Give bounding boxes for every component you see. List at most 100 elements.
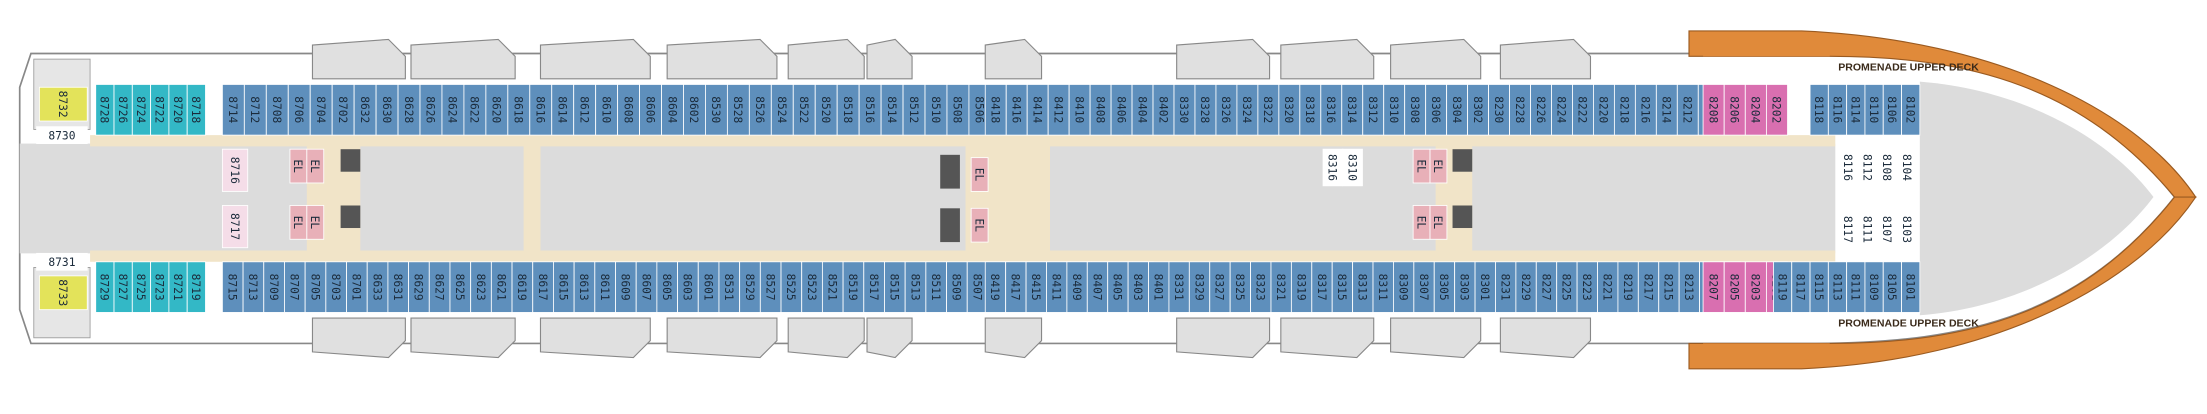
- cabin[interactable]: 8621: [490, 261, 513, 313]
- cabin[interactable]: 8623: [470, 261, 492, 313]
- cabin[interactable]: 8629: [408, 261, 430, 313]
- cabin[interactable]: 8507: [966, 261, 989, 313]
- cabin[interactable]: 8212: [1676, 84, 1699, 136]
- elevator[interactable]: EL: [1412, 205, 1431, 240]
- cabin[interactable]: 8308: [1404, 84, 1427, 136]
- interior-cabin[interactable]: 8316: [1322, 148, 1344, 187]
- cabin[interactable]: 8531: [718, 261, 741, 313]
- cabin[interactable]: 8119: [1773, 261, 1793, 313]
- cabin[interactable]: 8628: [397, 84, 421, 136]
- cabin[interactable]: 8604: [661, 84, 684, 136]
- cabin[interactable]: 8214: [1655, 84, 1678, 136]
- cabin[interactable]: 8227: [1535, 261, 1558, 313]
- cabin[interactable]: 8306: [1425, 84, 1448, 136]
- cabin[interactable]: 8602: [683, 84, 706, 136]
- cabin[interactable]: 8729: [95, 261, 115, 313]
- cabin[interactable]: 8207: [1702, 261, 1725, 313]
- cabin[interactable]: 8624: [441, 84, 465, 136]
- cabin[interactable]: 8329: [1188, 261, 1211, 313]
- cabin[interactable]: 8110: [1864, 84, 1884, 136]
- cabin[interactable]: 8112: [1857, 148, 1879, 187]
- cabin[interactable]: 8208: [1702, 84, 1725, 136]
- cabin[interactable]: 8111: [1857, 210, 1879, 249]
- cabin[interactable]: 8719: [186, 261, 206, 313]
- cabin[interactable]: 8213: [1678, 261, 1700, 313]
- cabin[interactable]: 8114: [1846, 84, 1866, 136]
- cabin[interactable]: 8627: [428, 261, 451, 313]
- cabin[interactable]: 8225: [1556, 261, 1578, 313]
- cabin[interactable]: 8307: [1413, 261, 1435, 313]
- cabin[interactable]: 8616: [529, 84, 553, 136]
- cabin[interactable]: 8218: [1613, 84, 1636, 136]
- cabin[interactable]: 8526: [748, 84, 772, 136]
- cabin[interactable]: 8220: [1593, 84, 1615, 136]
- cabin[interactable]: 8108: [1877, 148, 1898, 187]
- cabin[interactable]: 8323: [1250, 261, 1272, 313]
- cabin[interactable]: 8101: [1901, 261, 1921, 313]
- elevator[interactable]: EL: [289, 148, 308, 184]
- cabin[interactable]: 8612: [573, 84, 597, 136]
- elevator[interactable]: EL: [306, 205, 325, 240]
- cabin[interactable]: 8513: [904, 261, 927, 313]
- cabin[interactable]: 8418: [984, 84, 1007, 136]
- cabin[interactable]: 8217: [1637, 261, 1660, 313]
- cabin[interactable]: 8606: [639, 84, 662, 136]
- cabin[interactable]: 8723: [150, 261, 170, 313]
- cabin[interactable]: 8414: [1026, 84, 1049, 136]
- cabin[interactable]: 8715: [221, 261, 244, 313]
- cabin[interactable]: 8117: [1837, 210, 1859, 249]
- cabin[interactable]: 8519: [842, 261, 865, 313]
- elevator[interactable]: EL: [1412, 148, 1431, 184]
- aft-corner-cabin[interactable]: 8732: [38, 86, 88, 122]
- cabin[interactable]: 8605: [656, 261, 678, 313]
- cabin[interactable]: 8314: [1341, 84, 1364, 136]
- cabin[interactable]: 8403: [1127, 261, 1149, 313]
- elevator[interactable]: EL: [1429, 205, 1448, 240]
- cabin[interactable]: 8230: [1488, 84, 1510, 136]
- elevator[interactable]: EL: [306, 148, 325, 184]
- cabin[interactable]: 8515: [884, 261, 906, 313]
- cabin[interactable]: 8105: [1882, 261, 1902, 313]
- cabin[interactable]: 8620: [485, 84, 509, 136]
- cabin[interactable]: 8115: [1809, 261, 1829, 313]
- cabin[interactable]: 8216: [1634, 84, 1657, 136]
- cabin[interactable]: 8617: [532, 261, 554, 313]
- cabin[interactable]: 8404: [1131, 84, 1154, 136]
- cabin[interactable]: 8702: [331, 84, 355, 136]
- cabin[interactable]: 8103: [1896, 210, 1918, 249]
- cabin[interactable]: 8631: [387, 261, 410, 313]
- cabin[interactable]: 8408: [1089, 84, 1112, 136]
- cabin[interactable]: 8312: [1362, 84, 1385, 136]
- cabin[interactable]: 8317: [1311, 261, 1333, 313]
- cabin[interactable]: 8215: [1658, 261, 1680, 313]
- cabin[interactable]: 8229: [1515, 261, 1537, 313]
- cabin[interactable]: 8603: [677, 261, 699, 313]
- cabin[interactable]: 8320: [1278, 84, 1301, 136]
- cabin[interactable]: 8706: [287, 84, 311, 136]
- cabin[interactable]: 8615: [553, 261, 575, 313]
- cabin[interactable]: 8328: [1194, 84, 1217, 136]
- cabin[interactable]: 8707: [284, 261, 306, 313]
- cabin[interactable]: 8226: [1530, 84, 1552, 136]
- cabin[interactable]: 8202: [1765, 84, 1788, 136]
- cabin[interactable]: 8224: [1551, 84, 1573, 136]
- cabin[interactable]: 8521: [821, 261, 844, 313]
- cabin[interactable]: 8231: [1495, 261, 1517, 313]
- cabin[interactable]: 8203: [1744, 261, 1767, 313]
- cabin[interactable]: 8633: [366, 261, 389, 313]
- cabin[interactable]: 8206: [1723, 84, 1746, 136]
- cabin[interactable]: 8324: [1236, 84, 1259, 136]
- cabin[interactable]: 8522: [792, 84, 816, 136]
- cabin[interactable]: 8525: [780, 261, 803, 313]
- aft-side-cabin[interactable]: 8731: [36, 252, 88, 271]
- cabin[interactable]: 8724: [131, 84, 152, 136]
- cabin[interactable]: 8330: [1173, 84, 1196, 136]
- cabin[interactable]: 8601: [697, 261, 720, 313]
- elevator[interactable]: EL: [970, 207, 989, 243]
- aft-side-cabin[interactable]: 8730: [36, 126, 88, 144]
- cabin[interactable]: 8609: [615, 261, 637, 313]
- cabin[interactable]: 8319: [1290, 261, 1313, 313]
- cabin[interactable]: 8611: [594, 261, 616, 313]
- cabin[interactable]: 8309: [1393, 261, 1415, 313]
- cabin[interactable]: 8405: [1107, 261, 1129, 313]
